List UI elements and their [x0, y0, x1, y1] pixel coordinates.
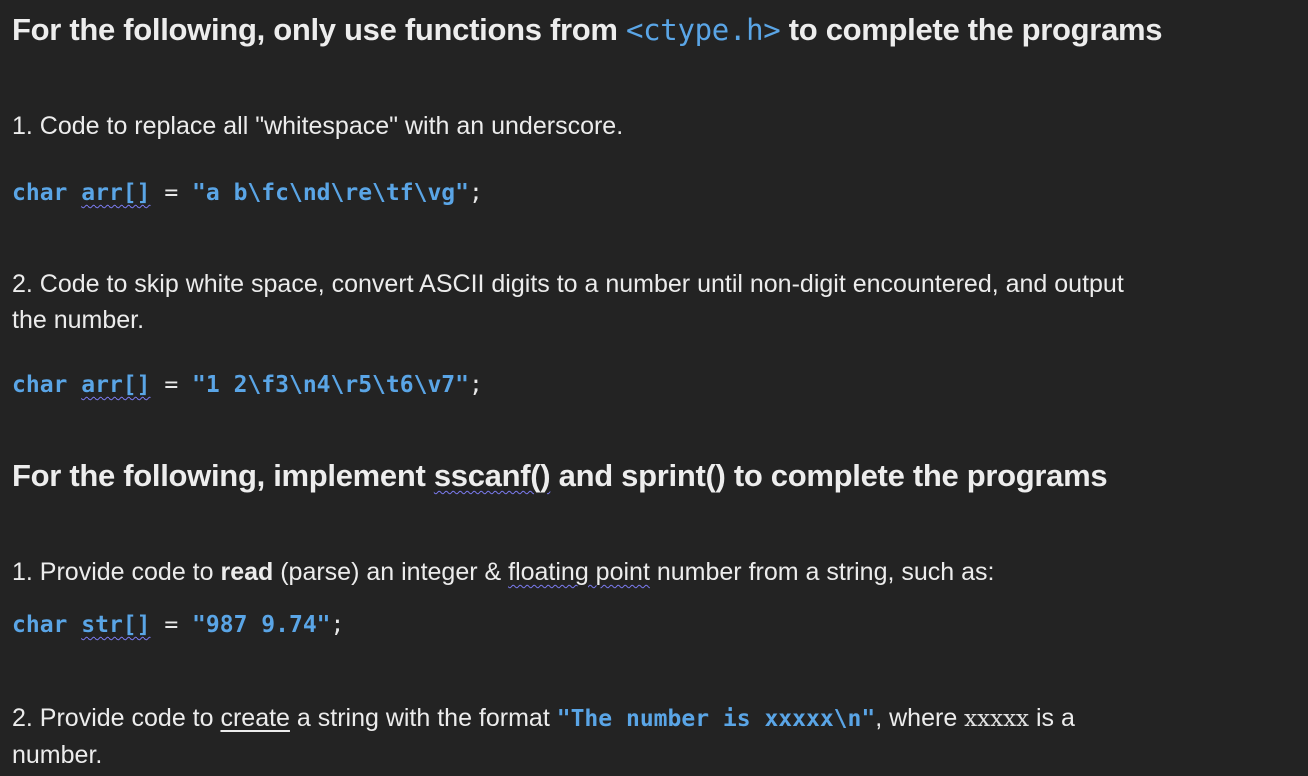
section2-item1-post: number from a string, such as: — [649, 558, 995, 586]
section2-item1-text: 1. Provide code to read (parse) an integ… — [12, 554, 995, 590]
code-string: "a b\fc\nd\re\tf\vg" — [192, 180, 469, 206]
section1-item1-code: char arr[] = "a b\fc\nd\re\tf\vg"; — [12, 180, 483, 206]
section1-item2-line2: the number. — [12, 306, 145, 334]
code-variable: arr[] — [81, 180, 151, 206]
code-string: "987 9.74" — [192, 612, 331, 638]
floating-point-term: floating point — [508, 558, 650, 586]
code-keyword: char — [12, 612, 68, 638]
section2-item2-pre: 2. Provide code to — [12, 704, 221, 732]
code-semicolon: ; — [469, 180, 483, 206]
section2-heading: For the following, implement sscanf() an… — [12, 458, 1108, 494]
section1-heading: For the following, only use functions fr… — [12, 12, 1163, 48]
code-equals: = — [150, 372, 193, 398]
format-string-code: "The number is xxxxx\n" — [556, 706, 876, 732]
section1-heading-pre: For the following, only use functions fr… — [12, 12, 626, 47]
create-emphasis: create — [220, 704, 290, 732]
code-equals: = — [150, 180, 193, 206]
section2-item2-mid: a string with the format — [289, 704, 557, 732]
section2-item1-pre: 1. Provide code to — [12, 558, 221, 586]
placeholder-code: xxxxx — [964, 706, 1030, 732]
section1-item2-line1: 2. Code to skip white space, convert ASC… — [12, 270, 1124, 298]
code-equals: = — [150, 612, 193, 638]
code-variable: str[] — [81, 612, 151, 638]
section2-item2-line1: 2. Provide code to create a string with … — [12, 700, 1075, 737]
section2-item2-post: is a — [1029, 704, 1075, 732]
code-keyword: char — [12, 372, 68, 398]
section2-item2-text: 2. Provide code to create a string with … — [12, 700, 1075, 773]
sscanf-term: sscanf() — [433, 458, 551, 493]
ctype-header-code: <ctype.h> — [625, 13, 781, 47]
code-semicolon: ; — [330, 612, 345, 638]
read-emphasis: read — [220, 558, 274, 586]
code-semicolon: ; — [469, 372, 483, 398]
code-variable: arr[] — [81, 372, 151, 398]
section1-item2-code: char arr[] = "1 2\f3\n4\r5\t6\v7"; — [12, 372, 483, 398]
code-string: "1 2\f3\n4\r5\t6\v7" — [192, 372, 469, 398]
section2-heading-pre: For the following, implement — [12, 458, 434, 493]
section2-item1-code: char str[] = "987 9.74"; — [12, 612, 344, 638]
section1-item2-text: 2. Code to skip white space, convert ASC… — [12, 266, 1124, 338]
section1-item1-text: 1. Code to replace all "whitespace" with… — [12, 112, 624, 140]
section2-item2-line2: number. — [12, 741, 103, 769]
code-keyword: char — [12, 180, 68, 206]
section2-item1-mid: (parse) an integer & — [273, 558, 509, 586]
section1-heading-post: to complete the programs — [780, 12, 1163, 47]
section2-item2-mid2: , where — [875, 704, 965, 732]
section2-heading-post: and sprint() to complete the programs — [550, 458, 1108, 493]
